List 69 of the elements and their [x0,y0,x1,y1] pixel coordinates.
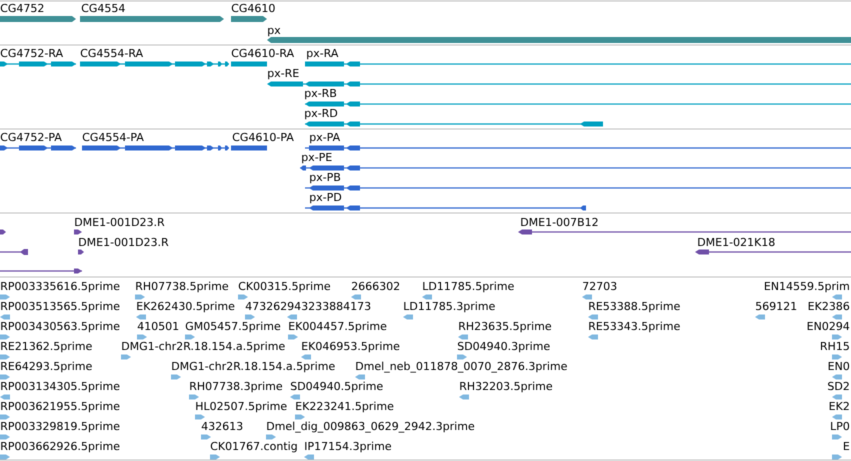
feature-label: HL02507.5prime [196,402,287,412]
feature-label: Dmel_dig_009863_0629_2942.3prime [267,422,474,433]
feature-label: EK2386 [808,302,850,310]
feature-label: EN0 [828,362,850,370]
feature-label: IP17154.3prime [305,442,392,452]
feature-label: RP003134305.5prime [1,382,120,392]
feature-label: CG4752 [0,4,44,12]
feature-label: RH32203.5prime [460,382,552,392]
feature-label: RE53388.5prime [589,302,680,312]
feature-label: 410501 [138,322,178,330]
feature-label: LD11785.3prime [404,302,495,312]
feature-label: RH23635.5prime [459,322,552,332]
feature-label: CG4610-RA [232,48,294,58]
feature-label: LP0 [831,422,850,430]
feature-label: EK2 [830,402,849,410]
feature-label: px-RD [305,109,338,120]
feature-label: px-RA [307,49,338,60]
feature-label: EN0294 [808,322,850,330]
feature-label: RE53343.5prime [589,322,680,332]
feature-label: DME1-001D23.R [79,238,168,246]
feature-label: EK004457.5prime [289,322,386,332]
feature-label: SD2 [828,382,849,390]
feature-label: CG4554-RA [80,48,143,58]
feature-label: GM05457.5prime [186,322,280,332]
feature-label: CG4610-PA [232,132,294,142]
feature-label: 2666302 [352,282,400,290]
feature-label: EN14559.5prim [764,282,849,292]
feature-label: px-PD [310,193,342,204]
feature-label: RP003329819.5prime [1,422,120,432]
feature-label: EK262430.5prime [137,302,234,312]
feature-label: DMG1-chr2R.18.154.a.5prime [122,342,285,352]
feature-label: px-PE [302,153,332,164]
feature-label: RP003335616.5prime [1,282,120,292]
feature-label: CG4610 [232,4,275,12]
feature-label: RP003662926.5prime [1,442,120,452]
feature-label: DME1-001D23.R [75,218,164,226]
feature-label: CG4752-PA [0,132,62,142]
feature-label: 432613 [202,422,242,430]
feature-label: SD04940.5prime [290,382,383,392]
feature-label: DMG1-chr2R.18.154.a.5prime [172,362,335,372]
feature-label: CK01767.contig [210,442,297,452]
feature-label: RP003513565.5prime [1,302,120,312]
feature-label: CK00315.5prime [238,282,330,292]
feature-label: CG4752-RA [0,48,63,58]
feature-label: 72703 [583,282,616,290]
feature-label: 473262943233884173 [246,302,370,310]
feature-label: EK223241.5prime [296,402,394,412]
feature-label: RP003621955.5prime [1,402,120,412]
feature-label: RP003430563.5prime [1,322,120,332]
feature-label: px-PB [310,173,340,184]
feature-label: SD04940.3prime [458,342,550,352]
feature-label: px [268,28,280,36]
feature-label: E [844,442,850,450]
feature-label: px-PA [310,133,340,144]
feature-label: LD11785.5prime [423,282,514,292]
feature-label: CG4554 [82,4,125,12]
feature-label: DME1-021K18 [698,238,775,246]
feature-label: DME1-007B12 [521,218,598,226]
feature-label: Dmel_neb_011878_0070_2876.3prime [356,362,567,373]
feature-label: CG4554-PA [82,132,144,142]
feature-label: RE21362.5prime [1,342,92,352]
feature-label: 569121 [756,302,796,310]
feature-label: RH07738.3prime [190,382,282,392]
feature-label: RE64293.5prime [1,362,92,372]
feature-label: RH07738.5prime [136,282,228,292]
feature-label: RH15 [820,342,849,350]
feature-label: px-RE [268,69,299,80]
feature-label: EK046953.5prime [302,342,400,352]
feature-label: px-RB [305,89,336,100]
